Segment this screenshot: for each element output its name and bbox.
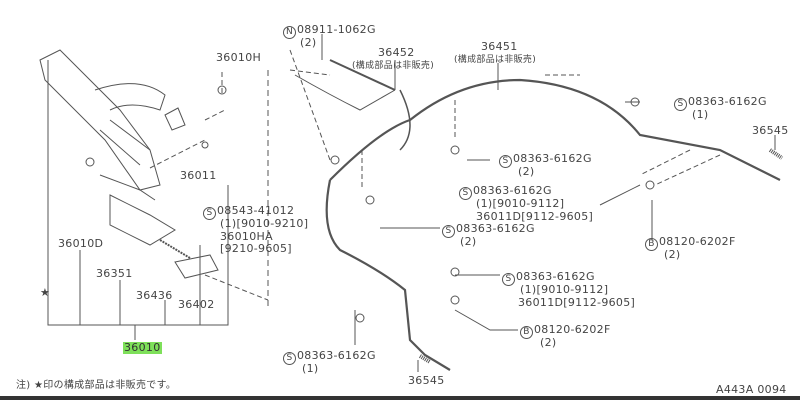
qty: (2) [518,165,535,178]
qty: (1) [692,108,709,121]
label-36545-top: 36545 [752,124,789,137]
part-number: 08363-6162G [513,152,592,165]
label-36351: 36351 [96,267,133,280]
part-number: 08543-41012 [217,204,295,217]
label-36010H: 36010H [216,51,262,64]
applicability: (1)[9010-9112] [520,283,609,296]
s-mark-icon: S [674,98,687,111]
qty: (2) [664,248,681,261]
qty: (2) [460,235,477,248]
bracket-36402 [174,254,219,279]
b-mark-icon: B [520,326,533,339]
label-36545-bottom: 36545 [408,374,445,387]
lever-base [109,194,176,246]
part-number: 08120-6202F [534,323,611,336]
label-36451: 36451 [481,40,518,53]
s-mark-icon: S [499,155,512,168]
label-36010HA: 36010HA [220,230,273,243]
lever-handle [39,49,161,191]
n-mark-icon: N [283,26,296,39]
b-mark-icon: B [645,238,658,251]
label-36011D: 36011D[9112-9605] [476,210,594,223]
label-36436: 36436 [136,289,173,302]
footnote: 注) ★印の構成部品は非販売です。 [16,380,177,391]
s-mark-icon: S [459,187,472,200]
label-36010-highlighted[interactable]: 36010 [123,341,162,354]
part-number: 08363-6162G [297,349,376,362]
s-mark-icon: S [442,225,455,238]
part-number: 08363-6162G [473,184,552,197]
star-mark: ★ [40,286,51,299]
spring [159,239,191,259]
applicability: [9210-9605] [220,242,292,255]
part-number: 08120-6202F [659,235,736,248]
note-36451: (構成部品は非販売) [454,55,537,65]
qty: (1) [302,362,319,375]
label-36011D: 36011D[9112-9605] [518,296,636,309]
s-mark-icon: S [203,207,216,220]
qty: (2) [540,336,557,349]
qty: (2) [300,36,317,49]
bottom-border [0,396,800,400]
applicability: (1)[9010-9210] [220,217,309,230]
cable-36451 [329,78,781,181]
label-36010D: 36010D [58,237,104,250]
part-number: 08363-6162G [688,95,767,108]
applicability: (1)[9010-9112] [476,197,565,210]
label-36402: 36402 [178,298,215,311]
note-36452: (構成部品は非販売) [352,61,435,71]
part-number: 08363-6162G [516,270,595,283]
label-36011: 36011 [180,169,217,182]
figure-code: A443A 0094 [716,383,787,396]
s-mark-icon: S [283,352,296,365]
label-36452: 36452 [378,46,415,59]
s-mark-icon: S [502,273,515,286]
part-number: 08911-1062G [297,23,376,36]
part-number: 08363-6162G [456,222,535,235]
